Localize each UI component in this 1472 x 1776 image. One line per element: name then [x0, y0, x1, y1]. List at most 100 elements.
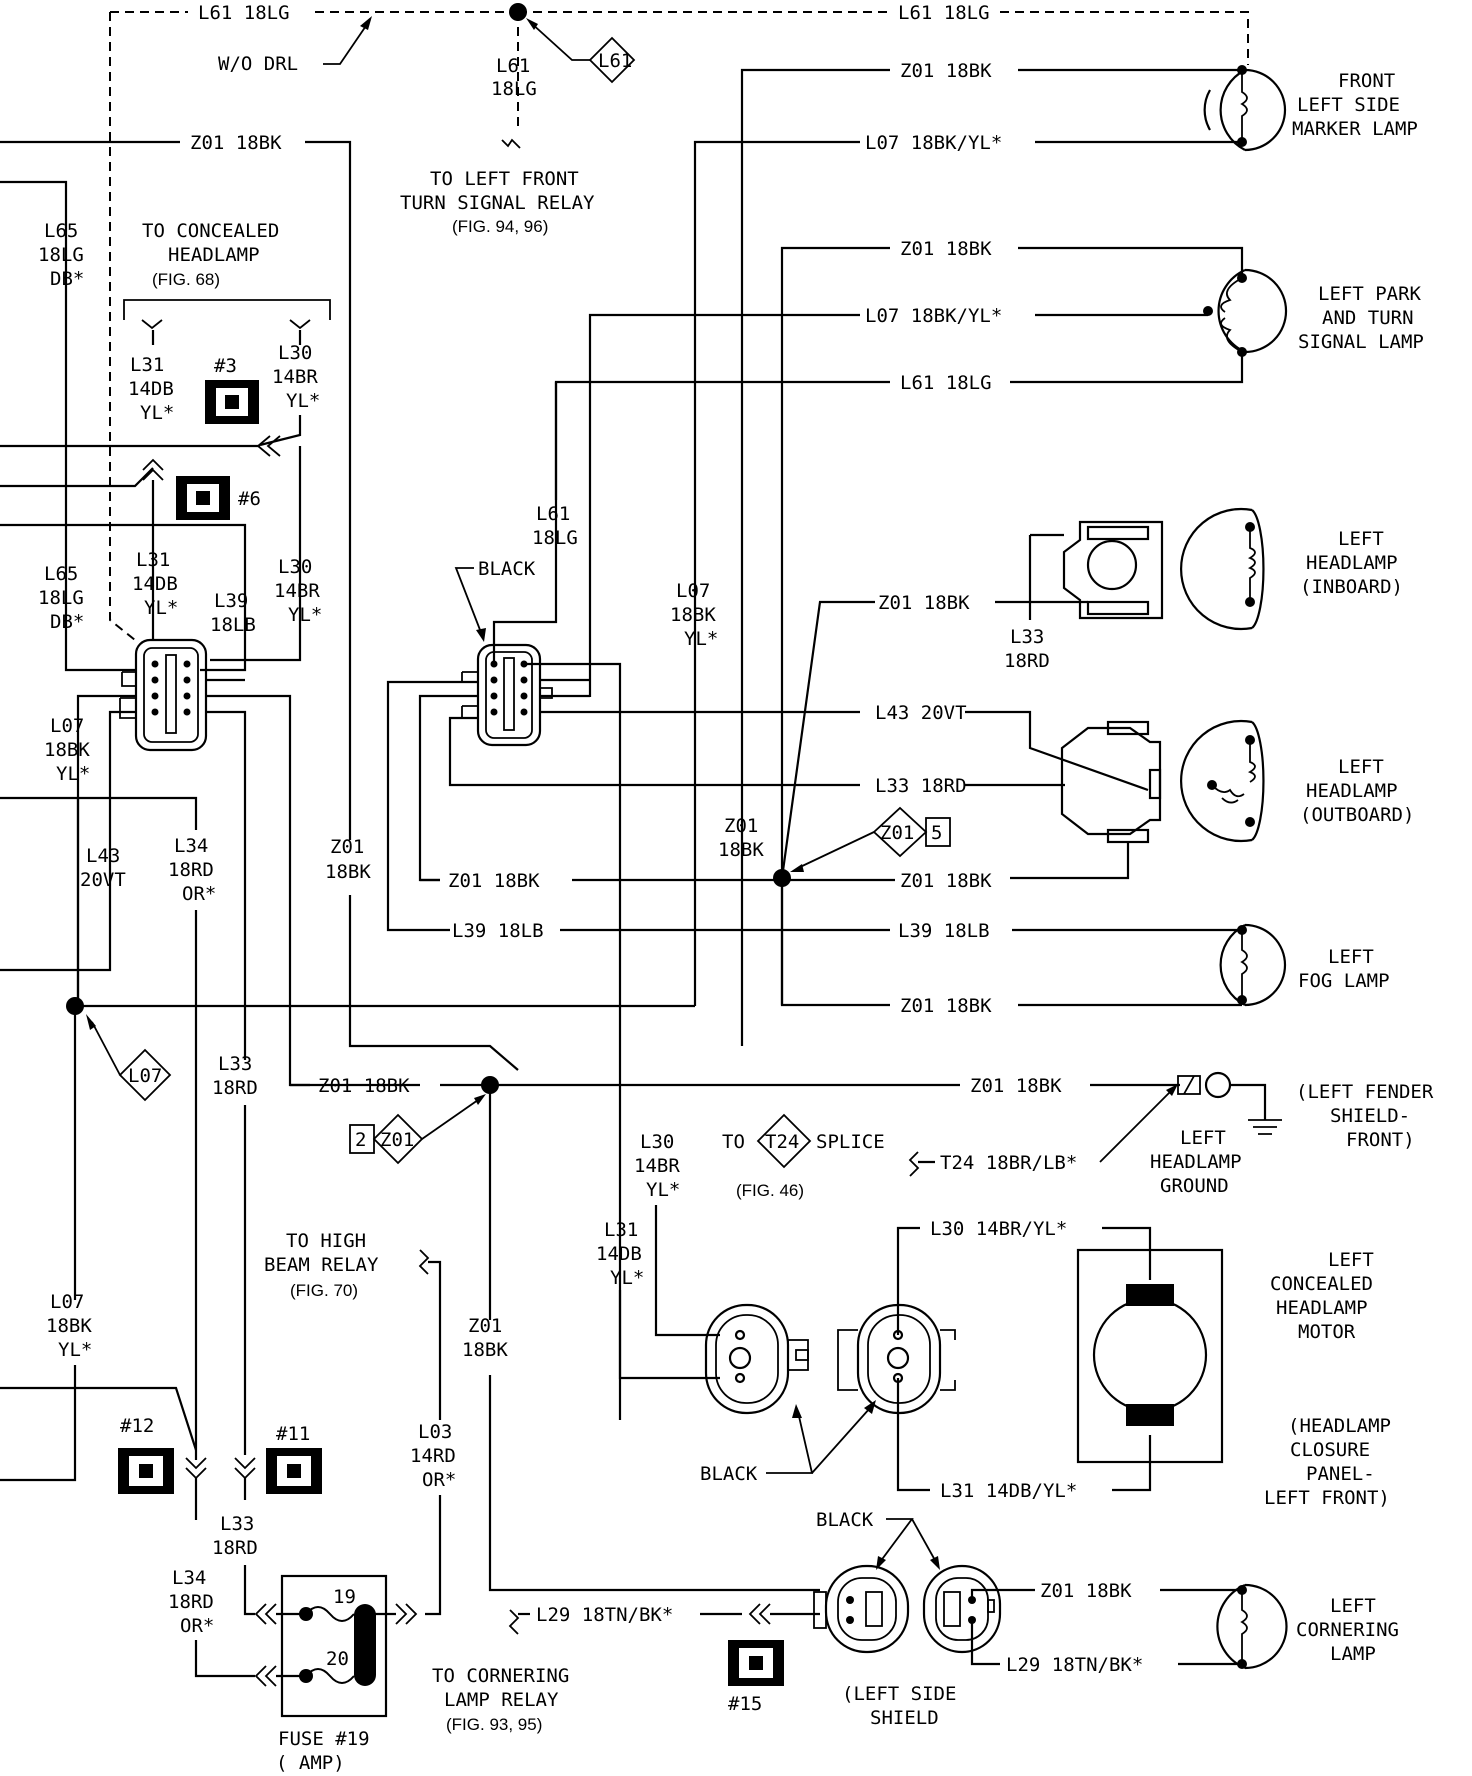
svg-text:Z01: Z01 [880, 822, 914, 844]
svg-text:L07 18BK/YL*: L07 18BK/YL* [865, 132, 1002, 154]
svg-text:AND TURN: AND TURN [1322, 307, 1414, 329]
wire-z01-bottom-vertical: Z01 18BK [462, 1085, 820, 1592]
splice-l07: L07 [66, 997, 695, 1300]
splice-t24-ref: TO T24 SPLICE (FIG. 46) T24 18BR/LB* [722, 1084, 1178, 1200]
wire-z01-marker: Z01 18BK [740, 60, 1242, 1046]
svg-text:SHIELD-: SHIELD- [1330, 1105, 1410, 1127]
svg-text:18LG: 18LG [532, 527, 578, 549]
svg-text:YL*: YL* [646, 1179, 680, 1201]
wire-l31-motor: L31 14DB/YL* [940, 1435, 1152, 1502]
wire-label: L61 18LG [198, 2, 290, 24]
left-harness-lines [0, 180, 302, 672]
svg-text:18RD: 18RD [1004, 650, 1050, 672]
svg-text:L39: L39 [214, 590, 248, 612]
svg-text:Z01: Z01 [380, 1129, 414, 1151]
to-cornering-lamp-relay-note: TO CORNERING LAMP RELAY (FIG. 93, 95) [432, 1665, 569, 1734]
to-turn-signal-relay-note: TO LEFT FRONT TURN SIGNAL RELAY (FIG. 94… [400, 168, 595, 236]
left-headlamp-outboard: LEFT HEADLAMP (OUTBOARD) [1180, 719, 1414, 843]
svg-text:LAMP: LAMP [1330, 1643, 1376, 1665]
svg-text:HEADLAMP: HEADLAMP [168, 244, 260, 266]
black-label-cornering: BLACK [816, 1509, 940, 1570]
svg-text:14BR: 14BR [634, 1155, 680, 1177]
svg-text:BLACK: BLACK [478, 558, 536, 580]
svg-text:BLACK: BLACK [700, 1463, 758, 1485]
svg-text:PANEL-: PANEL- [1306, 1463, 1375, 1485]
front-left-side-marker-lamp: FRONT LEFT SIDE MARKER LAMP [1203, 65, 1418, 152]
svg-text:HEADLAMP: HEADLAMP [1150, 1151, 1242, 1173]
svg-text:LEFT: LEFT [1328, 946, 1374, 968]
wire-label: 18LG [491, 78, 537, 100]
black-label-bottom: BLACK [700, 1400, 876, 1485]
svg-text:W/O DRL: W/O DRL [218, 53, 298, 75]
svg-text:L39 18LB: L39 18LB [452, 920, 544, 942]
svg-text:L61: L61 [598, 50, 632, 72]
wire-l07-mid: L07 18BK YL* [670, 580, 718, 650]
svg-text:YL*: YL* [684, 628, 718, 650]
svg-text:(INBOARD): (INBOARD) [1300, 576, 1403, 598]
svg-text:L33: L33 [220, 1513, 254, 1535]
wire-z01-park: Z01 18BK [780, 238, 1244, 1005]
svg-text:L31: L31 [130, 354, 164, 376]
svg-text:L31: L31 [136, 549, 170, 571]
wire-l07-park: L07 18BK/YL* [588, 305, 1208, 697]
svg-text:LEFT: LEFT [1338, 756, 1384, 778]
concealed-headlamp-motor: LEFT CONCEALED HEADLAMP MOTOR (HEADLAMP … [1076, 1248, 1391, 1509]
svg-text:LEFT: LEFT [1328, 1249, 1374, 1271]
svg-text:19: 19 [333, 1586, 356, 1608]
wire-label: L61 18LG [898, 2, 990, 24]
svg-text:#12: #12 [120, 1415, 154, 1437]
svg-text:L33: L33 [1010, 626, 1044, 648]
svg-text:L33 18RD: L33 18RD [875, 775, 967, 797]
svg-text:L30: L30 [640, 1131, 674, 1153]
wire-l30-motor: L30 14BR/YL* [930, 1218, 1152, 1280]
svg-text:FOG LAMP: FOG LAMP [1298, 970, 1390, 992]
svg-text:(FIG. 46): (FIG. 46) [736, 1181, 804, 1200]
svg-text:L34: L34 [172, 1567, 206, 1589]
svg-text:FRONT): FRONT) [1346, 1129, 1415, 1151]
left-park-turn-signal-lamp: LEFT PARK AND TURN SIGNAL LAMP [1203, 268, 1424, 357]
svg-text:L39 18LB: L39 18LB [898, 920, 990, 942]
cornering-connector-right [922, 1564, 1035, 1666]
left-fog-lamp: LEFT FOG LAMP [1219, 923, 1390, 1007]
svg-text:(HEADLAMP: (HEADLAMP [1288, 1415, 1391, 1437]
svg-text:18BK: 18BK [670, 604, 716, 626]
svg-text:DB*: DB* [50, 611, 84, 633]
svg-text:14BR: 14BR [274, 580, 320, 602]
connector-12-icon: #12 [118, 1415, 207, 1520]
wire-z01-left-mid: Z01 18BK Z01 18BK [420, 869, 992, 892]
svg-text:L61: L61 [536, 503, 570, 525]
svg-text:14DB: 14DB [596, 1243, 642, 1265]
svg-text:TO: TO [722, 1131, 745, 1153]
svg-text:MARKER LAMP: MARKER LAMP [1292, 118, 1418, 140]
svg-text:Z01 18BK: Z01 18BK [900, 870, 992, 892]
svg-text:18LG: 18LG [38, 587, 84, 609]
svg-text:CLOSURE: CLOSURE [1290, 1439, 1370, 1461]
wire-l33-headlamp: L33 18RD [875, 775, 1065, 797]
svg-text:L03: L03 [418, 1421, 452, 1443]
svg-text:L07: L07 [676, 580, 710, 602]
svg-text:14RD: 14RD [410, 1445, 456, 1467]
svg-text:L07 18BK/YL*: L07 18BK/YL* [865, 305, 1002, 327]
svg-text:L30 14BR/YL*: L30 14BR/YL* [930, 1218, 1067, 1240]
svg-text:18LB: 18LB [210, 614, 256, 636]
svg-text:CORNERING: CORNERING [1296, 1619, 1399, 1641]
svg-text:YL*: YL* [288, 604, 322, 626]
svg-text:(LEFT SIDE: (LEFT SIDE [842, 1683, 956, 1705]
svg-text:18BK: 18BK [325, 861, 371, 883]
svg-text:LAMP RELAY: LAMP RELAY [444, 1689, 559, 1711]
svg-text:Z01: Z01 [330, 836, 364, 858]
svg-text:L07: L07 [50, 715, 84, 737]
wire-l61-mid: L61 18LG [532, 382, 578, 549]
wire-labels-left-mid: L07 18BK YL* L43 20VT L34 18RD OR* [0, 715, 216, 1460]
headlamp-inboard-connector [1028, 520, 1164, 620]
svg-text:18RD: 18RD [212, 1077, 258, 1099]
wire-l34-bottom: L34 18RD OR* [168, 1567, 255, 1678]
svg-text:Z01: Z01 [724, 815, 758, 837]
svg-text:HEADLAMP: HEADLAMP [1276, 1297, 1368, 1319]
svg-text:L31: L31 [604, 1219, 638, 1241]
svg-text:#15: #15 [728, 1693, 762, 1715]
left-headlamp-inboard: LEFT HEADLAMP (INBOARD) [1180, 507, 1403, 631]
wire-z01-hl-inboard: Z01 18BK [780, 592, 1088, 879]
svg-text:MOTOR: MOTOR [1298, 1321, 1356, 1343]
svg-text:HEADLAMP: HEADLAMP [1306, 780, 1398, 802]
